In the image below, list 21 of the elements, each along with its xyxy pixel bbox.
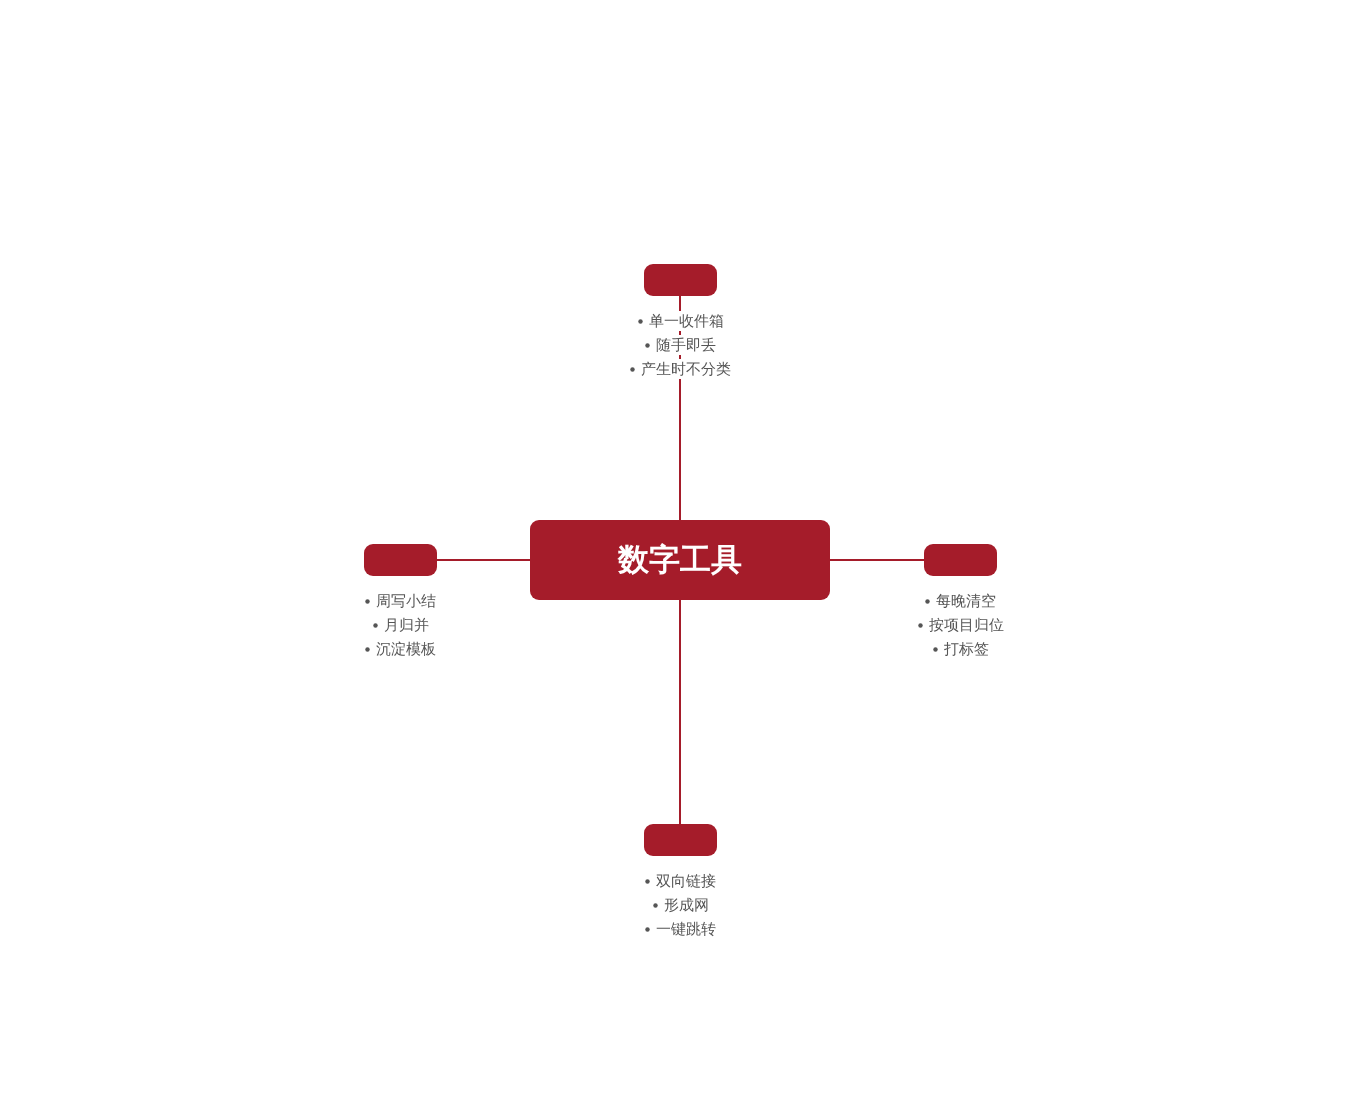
branch-box [364,544,437,576]
bullet-item: 单一收件箱 [648,311,724,331]
connector-line [679,599,681,825]
bullet-item: 打标签 [943,639,989,659]
bullet-item: 产生时不分类 [641,359,731,379]
bullet-item: 按项目归位 [928,615,1004,635]
bullet-item: 形成网 [663,895,709,915]
branch-box [924,544,997,576]
bullet-item: 一键跳转 [656,919,716,939]
bullet-item: 月归并 [383,615,429,635]
bullet-item: 每晚清空 [936,591,996,611]
connector-line [436,559,531,561]
topic-title: 数字工具 [618,540,742,579]
branch-box [644,264,717,296]
bullet-item: 周写小结 [376,591,436,611]
connector-line [829,559,925,561]
branch-box [644,824,717,856]
bullet-item: 沉淀模板 [376,639,436,659]
bullet-item: 双向链接 [656,871,716,891]
central-topic-box [530,520,830,600]
bullet-item: 随手即丢 [656,335,716,355]
